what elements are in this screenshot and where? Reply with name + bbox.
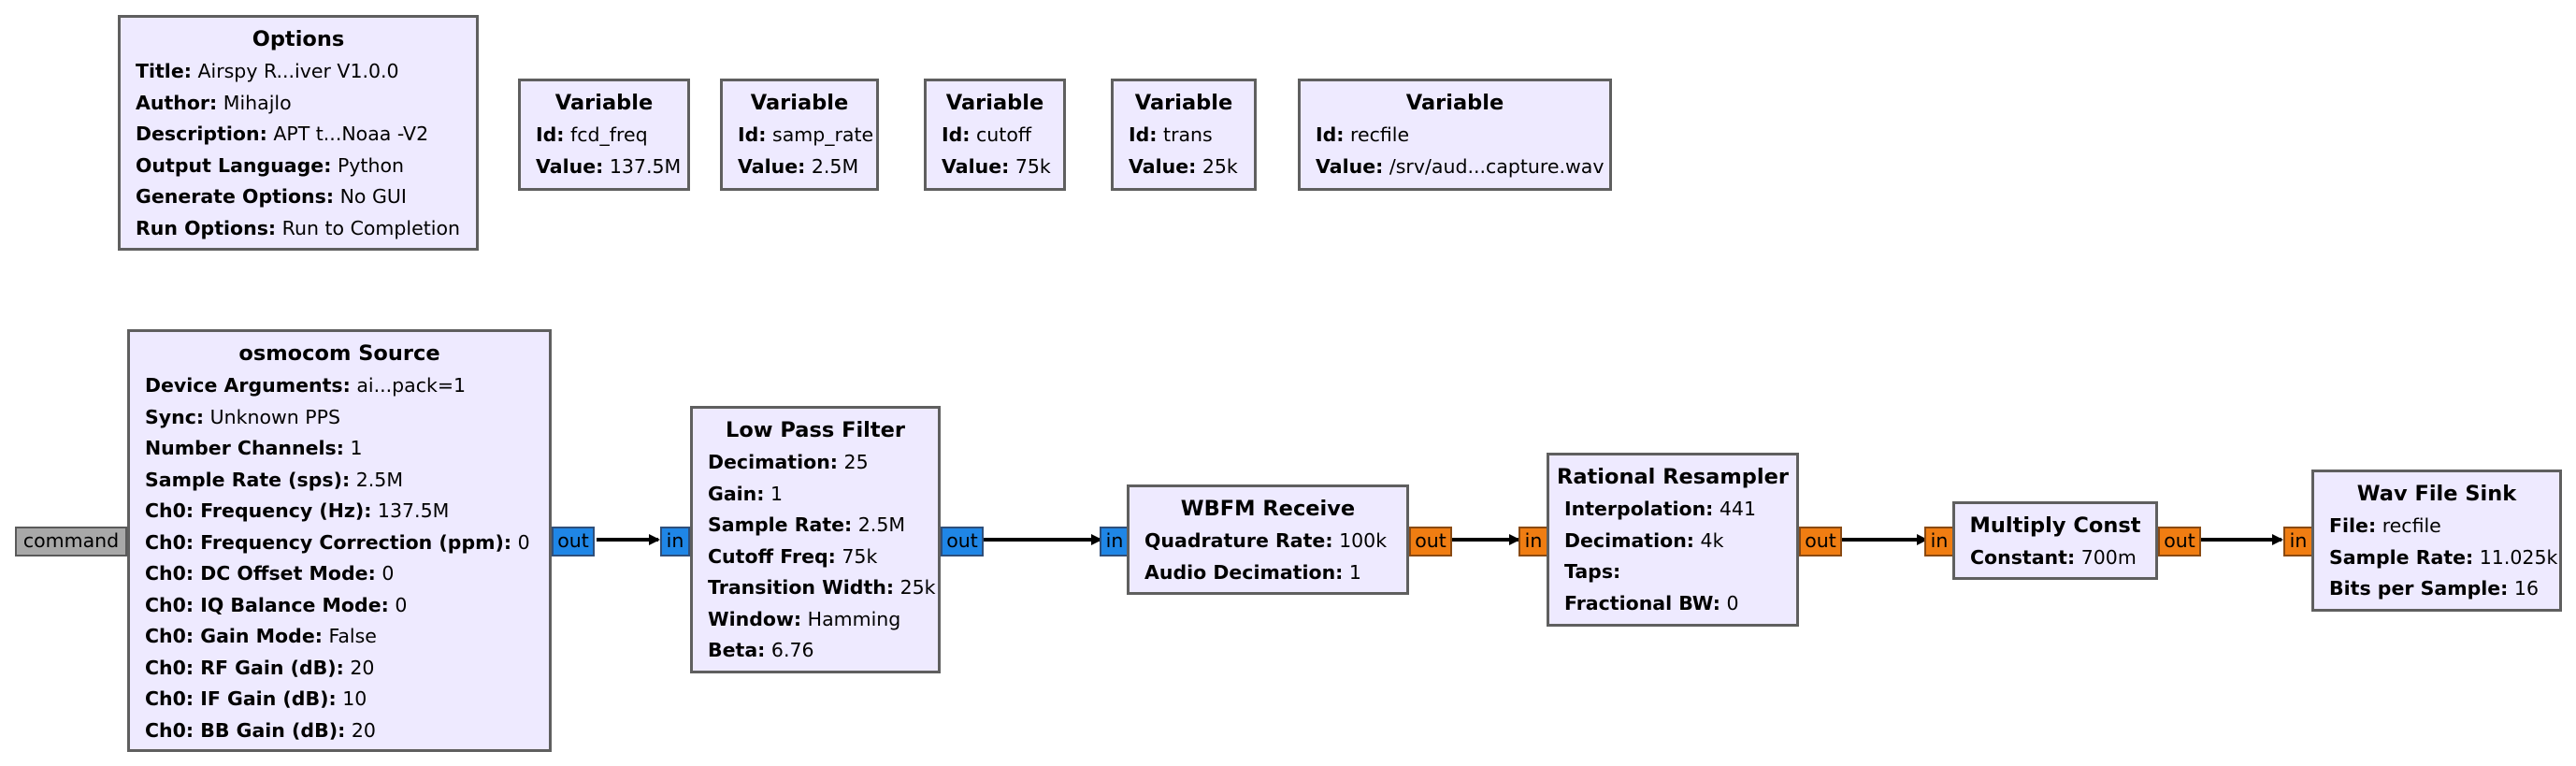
low-pass-filter-block[interactable]: Low Pass Filter Decimation: 25 Gain: 1 S… <box>690 406 941 673</box>
param-row: Number Channels: 1 <box>145 437 363 459</box>
param-row: Ch0: IQ Balance Mode: 0 <box>145 593 408 616</box>
param-row: Window: Hamming <box>708 607 901 630</box>
command-port[interactable]: command <box>15 527 127 556</box>
block-title: Wav File Sink <box>2356 482 2517 506</box>
block-title: Variable <box>554 91 654 115</box>
param-row: Ch0: Frequency (Hz): 137.5M <box>145 499 450 522</box>
osmocom-source-block[interactable]: osmocom Source Device Arguments: ai...pa… <box>127 329 552 752</box>
param-row: Audio Decimation: 1 <box>1144 560 1361 584</box>
resampler-in-port[interactable]: in <box>1518 527 1548 556</box>
param-row: Cutoff Freq: 75k <box>708 544 878 568</box>
param-row: Generate Options: No GUI <box>136 185 407 208</box>
variable-block-fcd-freq[interactable]: Variable Id: fcd_freq Value: 137.5M <box>518 79 690 191</box>
block-title: Rational Resampler <box>1557 465 1789 489</box>
param-row: Gain: 1 <box>708 482 784 505</box>
wavsink-in-port[interactable]: in <box>2283 527 2313 556</box>
rational-resampler-block[interactable]: Rational Resampler Interpolation: 441 De… <box>1547 453 1799 627</box>
param-row: Value: /srv/aud...capture.wav <box>1316 154 1605 178</box>
variable-block-cutoff[interactable]: Variable Id: cutoff Value: 75k <box>924 79 1066 191</box>
block-title: Variable <box>1134 91 1233 115</box>
multiply-in-port[interactable]: in <box>1924 527 1954 556</box>
param-row: Id: recfile <box>1316 123 1410 146</box>
param-row: Ch0: IF Gain (dB): 10 <box>145 687 367 710</box>
param-row: Bits per Sample: 16 <box>2329 577 2540 600</box>
param-row: Decimation: 25 <box>708 451 869 473</box>
param-row: Value: 2.5M <box>738 154 859 178</box>
wbfm-receive-block[interactable]: WBFM Receive Quadrature Rate: 100k Audio… <box>1127 484 1409 595</box>
multiply-out-port[interactable]: out <box>2158 527 2201 556</box>
param-row: Decimation: 4k <box>1564 528 1724 552</box>
param-row: Sample Rate: 2.5M <box>708 513 906 536</box>
lpf-in-port[interactable]: in <box>660 527 690 556</box>
param-row: Id: trans <box>1129 123 1213 146</box>
param-row: Fractional BW: 0 <box>1564 591 1739 614</box>
param-row: Sync: Unknown PPS <box>145 405 341 428</box>
param-row: Value: 25k <box>1129 154 1238 178</box>
block-title: WBFM Receive <box>1180 497 1356 521</box>
resampler-out-port[interactable]: out <box>1799 527 1842 556</box>
param-row: Title: Airspy R...iver V1.0.0 <box>136 60 399 82</box>
param-row: Ch0: BB Gain (dB): 20 <box>145 718 376 742</box>
block-title: Variable <box>1405 91 1504 115</box>
block-title: osmocom Source <box>238 341 440 366</box>
variable-block-samp-rate[interactable]: Variable Id: samp_rate Value: 2.5M <box>720 79 879 191</box>
osmocom-out-port[interactable]: out <box>552 527 595 556</box>
param-row: Description: APT t...Noaa -V2 <box>136 123 429 145</box>
param-row: Id: samp_rate <box>738 123 874 146</box>
param-row: Sample Rate (sps): 2.5M <box>145 468 404 491</box>
multiply-const-block[interactable]: Multiply Const Constant: 700m <box>1952 501 2158 580</box>
block-title: Variable <box>750 91 849 115</box>
param-row: Run Options: Run to Completion <box>136 216 460 239</box>
block-title: Multiply Const <box>1969 513 2141 538</box>
param-row: File: recfile <box>2329 514 2441 537</box>
param-row: Transition Width: 25k <box>708 576 936 599</box>
param-row: Id: fcd_freq <box>536 123 648 146</box>
param-row: Ch0: RF Gain (dB): 20 <box>145 656 375 679</box>
param-row: Constant: 700m <box>1970 546 2137 569</box>
wbfm-out-port[interactable]: out <box>1409 527 1452 556</box>
param-row: Value: 75k <box>942 154 1051 178</box>
param-row: Interpolation: 441 <box>1564 498 1757 520</box>
param-row: Ch0: Gain Mode: False <box>145 625 377 647</box>
wav-file-sink-block[interactable]: Wav File Sink File: recfile Sample Rate:… <box>2311 470 2562 612</box>
variable-block-recfile[interactable]: Variable Id: recfile Value: /srv/aud...c… <box>1298 79 1612 191</box>
wbfm-in-port[interactable]: in <box>1100 527 1130 556</box>
options-block[interactable]: Options Title: Airspy R...iver V1.0.0 Au… <box>118 15 479 251</box>
block-title: Variable <box>945 91 1044 115</box>
param-row: Output Language: Python <box>136 153 404 177</box>
block-title: Low Pass Filter <box>725 418 905 442</box>
param-row: Ch0: Frequency Correction (ppm): 0 <box>145 530 530 554</box>
param-row: Value: 137.5M <box>536 154 682 178</box>
param-row: Beta: 6.76 <box>708 639 814 661</box>
param-row: Quadrature Rate: 100k <box>1144 529 1388 552</box>
variable-block-trans[interactable]: Variable Id: trans Value: 25k <box>1111 79 1257 191</box>
param-row: Ch0: DC Offset Mode: 0 <box>145 562 395 585</box>
block-title: Options <box>252 27 345 51</box>
lpf-out-port[interactable]: out <box>941 527 984 556</box>
param-row: Author: Mihajlo <box>136 91 292 114</box>
param-row: Taps: <box>1564 560 1621 583</box>
param-row: Sample Rate: 11.025k <box>2329 545 2558 569</box>
param-row: Device Arguments: ai...pack=1 <box>145 374 467 397</box>
param-row: Id: cutoff <box>942 123 1031 146</box>
